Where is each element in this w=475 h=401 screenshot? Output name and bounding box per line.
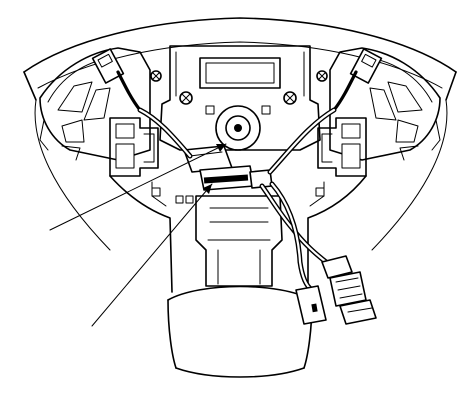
steering-wheel-rim bbox=[23, 17, 457, 251]
screw-icon bbox=[179, 91, 193, 105]
screw-icon bbox=[150, 70, 162, 82]
left-bracket bbox=[109, 117, 159, 177]
wire-harness bbox=[137, 107, 337, 293]
screw-icon bbox=[283, 91, 297, 105]
left-spoke bbox=[39, 47, 151, 161]
screw-icon bbox=[316, 70, 328, 82]
connector bbox=[295, 285, 327, 325]
right-bracket bbox=[317, 117, 367, 177]
leader-line bbox=[91, 183, 213, 327]
connector bbox=[321, 255, 377, 325]
leader-line bbox=[49, 143, 227, 231]
hub-plate bbox=[150, 45, 328, 151]
right-spoke bbox=[329, 47, 441, 161]
connector bbox=[183, 145, 273, 191]
